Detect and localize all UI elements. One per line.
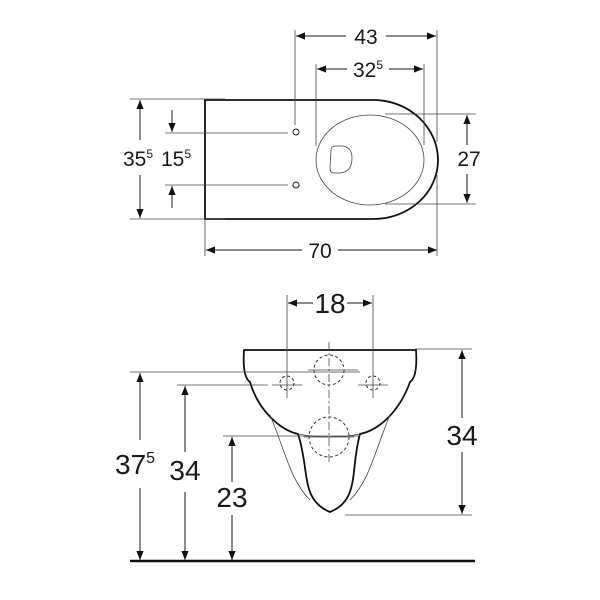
dim-35-5: 355	[123, 147, 153, 171]
dim-37-5: 375	[115, 449, 155, 480]
fixing-hole-lower	[292, 181, 300, 189]
flush-outlet	[329, 145, 353, 174]
fixing-hole-left	[279, 375, 295, 391]
fixing-holes-front	[272, 342, 388, 463]
dim-34-right: 34	[446, 420, 477, 451]
dim-70: 70	[308, 240, 331, 263]
extension-lines-top	[130, 30, 476, 256]
dim-34-left: 34	[169, 455, 200, 486]
top-view: 43 325 355 155 27 70	[123, 26, 481, 263]
extension-lines-front	[130, 295, 472, 516]
front-view: 18 375 34 23 34	[115, 288, 478, 563]
dim-43: 43	[354, 26, 377, 49]
bowl-outline-front	[242, 349, 418, 513]
fixing-hole-right	[365, 375, 381, 391]
dim-27: 27	[457, 148, 480, 171]
fixing-hole-upper	[292, 128, 300, 136]
seat-opening	[315, 114, 425, 206]
bowl-inner-lines	[269, 414, 391, 501]
dim-23: 23	[216, 482, 247, 513]
dim-32-5: 325	[353, 58, 383, 82]
dim-15-5: 155	[161, 147, 191, 171]
bowl-outline-top	[204, 99, 439, 220]
dim-18: 18	[314, 288, 345, 319]
